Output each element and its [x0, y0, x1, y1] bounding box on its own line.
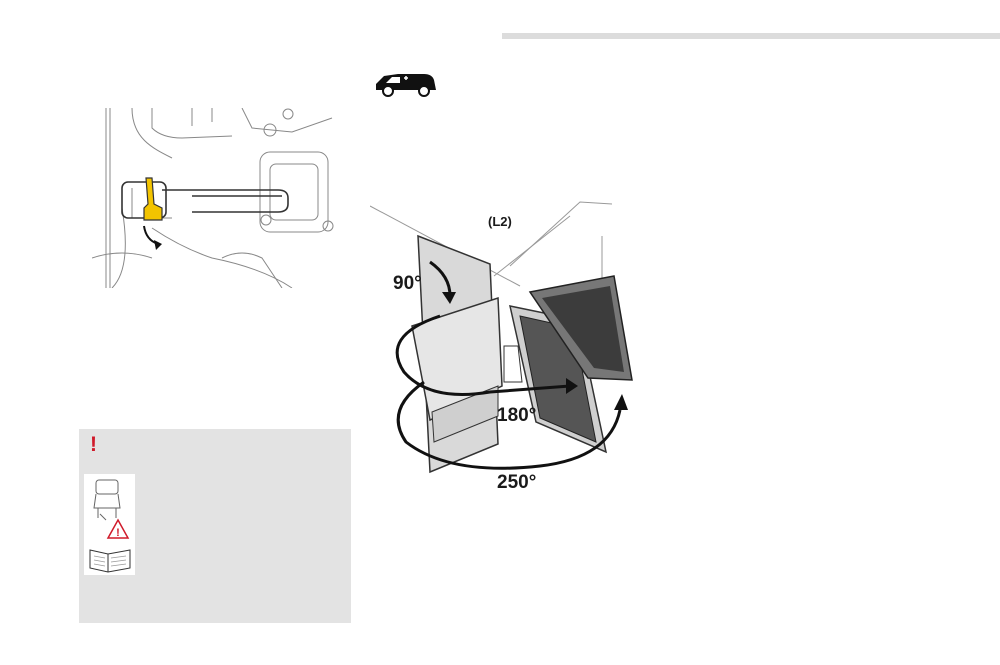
rear-doors-opening-illustration [370, 201, 633, 474]
angle-label-250: 250° [497, 472, 537, 493]
angle-label-90: 90° [393, 273, 422, 294]
warning-exclamation-icon: ! [90, 433, 97, 456]
door-variant-label: (L2) [488, 214, 512, 229]
section-rule [502, 33, 1000, 39]
door-check-strap-illustration [92, 108, 334, 288]
svg-text:!: ! [116, 527, 120, 539]
angle-label-180: 180° [497, 405, 537, 426]
manual-warning-icon: ! [84, 474, 135, 575]
van-icon [376, 74, 436, 97]
